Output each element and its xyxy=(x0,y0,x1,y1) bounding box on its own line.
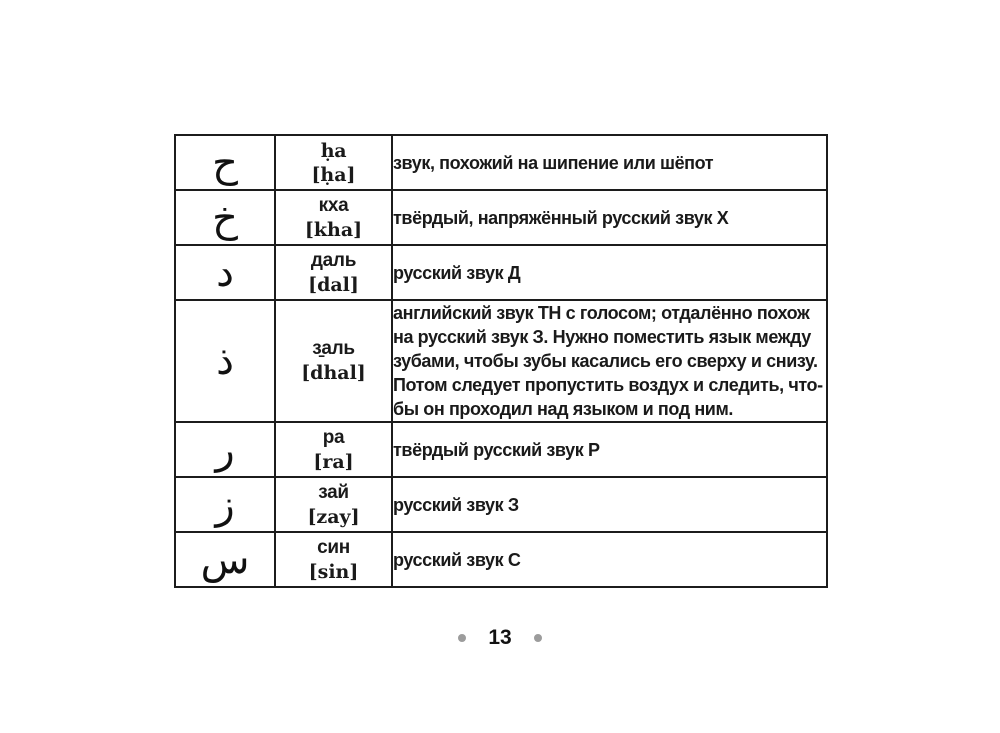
letter-description: твёрдый, напряжённый русский звук Х xyxy=(391,189,828,246)
letter-transcription: [ra] xyxy=(313,450,354,473)
transliteration-cell: ḥa [ḥa] xyxy=(274,134,393,191)
footer-dot-left xyxy=(458,634,467,642)
footer-dot-right xyxy=(533,634,542,642)
letter-name: син xyxy=(317,536,350,558)
arabic-letter: ر xyxy=(174,421,276,478)
table-row: خ кха [kha] твёрдый, напряжённый русский… xyxy=(174,189,828,246)
letter-transcription: [dhal] xyxy=(301,362,366,384)
transliteration-cell: з̱аль [dhal] xyxy=(274,299,393,423)
alphabet-table: ح ḥa [ḥa] звук, похожий на шипение или ш… xyxy=(174,134,828,588)
transliteration-cell: син [sin] xyxy=(274,531,393,588)
letter-name: зай xyxy=(318,481,349,503)
transliteration-cell: даль [dal] xyxy=(274,244,393,301)
letter-name: ра xyxy=(322,426,345,448)
letter-transcription: [dal] xyxy=(308,273,359,296)
table-row: د даль [dal] русский звук Д xyxy=(174,244,828,301)
table-row: ز зай [zay] русский звук З xyxy=(174,476,828,533)
alphabet-table-body: ح ḥa [ḥa] звук, похожий на шипение или ш… xyxy=(174,134,828,588)
letter-description: звук, похожий на шипение или шёпот xyxy=(391,134,828,191)
table-row: ح ḥa [ḥa] звук, похожий на шипение или ш… xyxy=(174,134,828,191)
arabic-letter: س xyxy=(174,531,276,588)
letter-description: русский звук Д xyxy=(391,244,828,301)
letter-description: английский звук ТН с голосом; отдалённо … xyxy=(391,299,828,423)
letter-transcription: [kha] xyxy=(304,218,363,241)
letter-description: русский звук С xyxy=(391,531,828,588)
letter-transcription: [sin] xyxy=(308,560,359,583)
letter-description: твёрдый русский звук Р xyxy=(391,421,828,478)
letter-description: русский звук З xyxy=(391,476,828,533)
table-row: س син [sin] русский звук С xyxy=(174,531,828,588)
arabic-letter: خ xyxy=(174,189,276,246)
arabic-letter: د xyxy=(174,244,276,301)
letter-transcription: [ḥa] xyxy=(311,163,356,186)
table-row: ذ з̱аль [dhal] английский звук ТН с голо… xyxy=(174,299,828,423)
letter-name: з̱аль xyxy=(312,338,355,359)
arabic-letter: ح xyxy=(174,134,276,191)
letter-name: кха xyxy=(318,194,349,216)
page-number: 13 xyxy=(488,626,512,649)
transliteration-cell: кха [kha] xyxy=(274,189,393,246)
arabic-letter: ز xyxy=(174,476,276,533)
letter-name: ḥa xyxy=(320,139,347,162)
page-footer: 13 xyxy=(0,624,1000,652)
transliteration-cell: зай [zay] xyxy=(274,476,393,533)
table-row: ر ра [ra] твёрдый русский звук Р xyxy=(174,421,828,478)
letter-name: даль xyxy=(310,249,357,271)
letter-transcription: [zay] xyxy=(307,505,360,528)
arabic-letter: ذ xyxy=(174,299,276,423)
transliteration-cell: ра [ra] xyxy=(274,421,393,478)
